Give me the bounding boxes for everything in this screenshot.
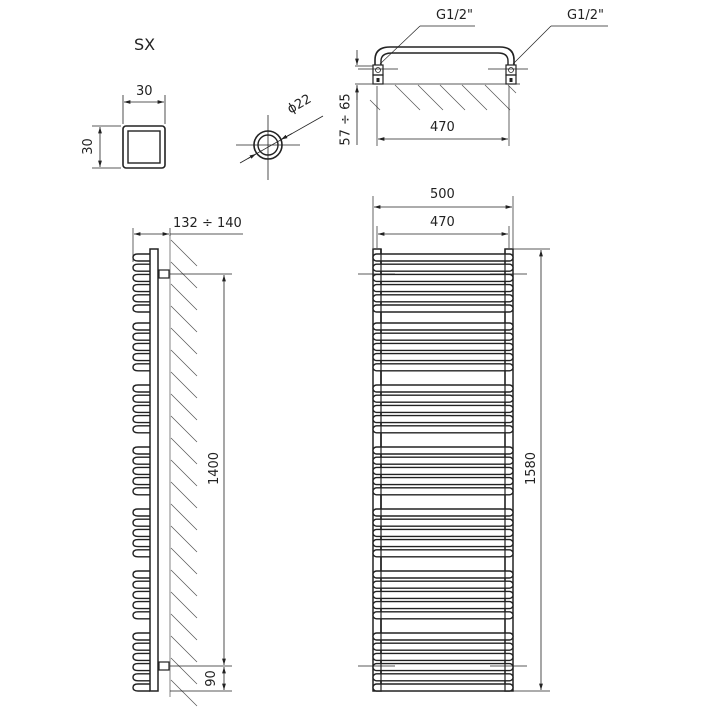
wall-distance-label: 57 ÷ 65 xyxy=(338,93,354,146)
top-axis-width-label: 470 xyxy=(430,120,455,135)
side-depth-label: 132 ÷ 140 xyxy=(173,216,242,231)
square-profile xyxy=(92,95,166,169)
pipe-section xyxy=(236,115,324,180)
top-view xyxy=(355,25,608,146)
bracket-spacing-label: 1400 xyxy=(207,451,223,486)
overall-height-label: 1580 xyxy=(524,451,540,486)
model-label: SX xyxy=(134,35,156,54)
side-view xyxy=(132,228,243,707)
bottom-offset-label: 90 xyxy=(203,670,219,687)
front-overall-width-label: 500 xyxy=(430,187,455,202)
front-axis-width-label: 470 xyxy=(430,215,455,230)
front-view xyxy=(358,196,550,692)
profile-width-label: 30 xyxy=(136,84,153,99)
connection-right-label: G1/2" xyxy=(567,8,604,23)
profile-height-label: 30 xyxy=(80,138,96,155)
connection-left-label: G1/2" xyxy=(436,8,473,23)
